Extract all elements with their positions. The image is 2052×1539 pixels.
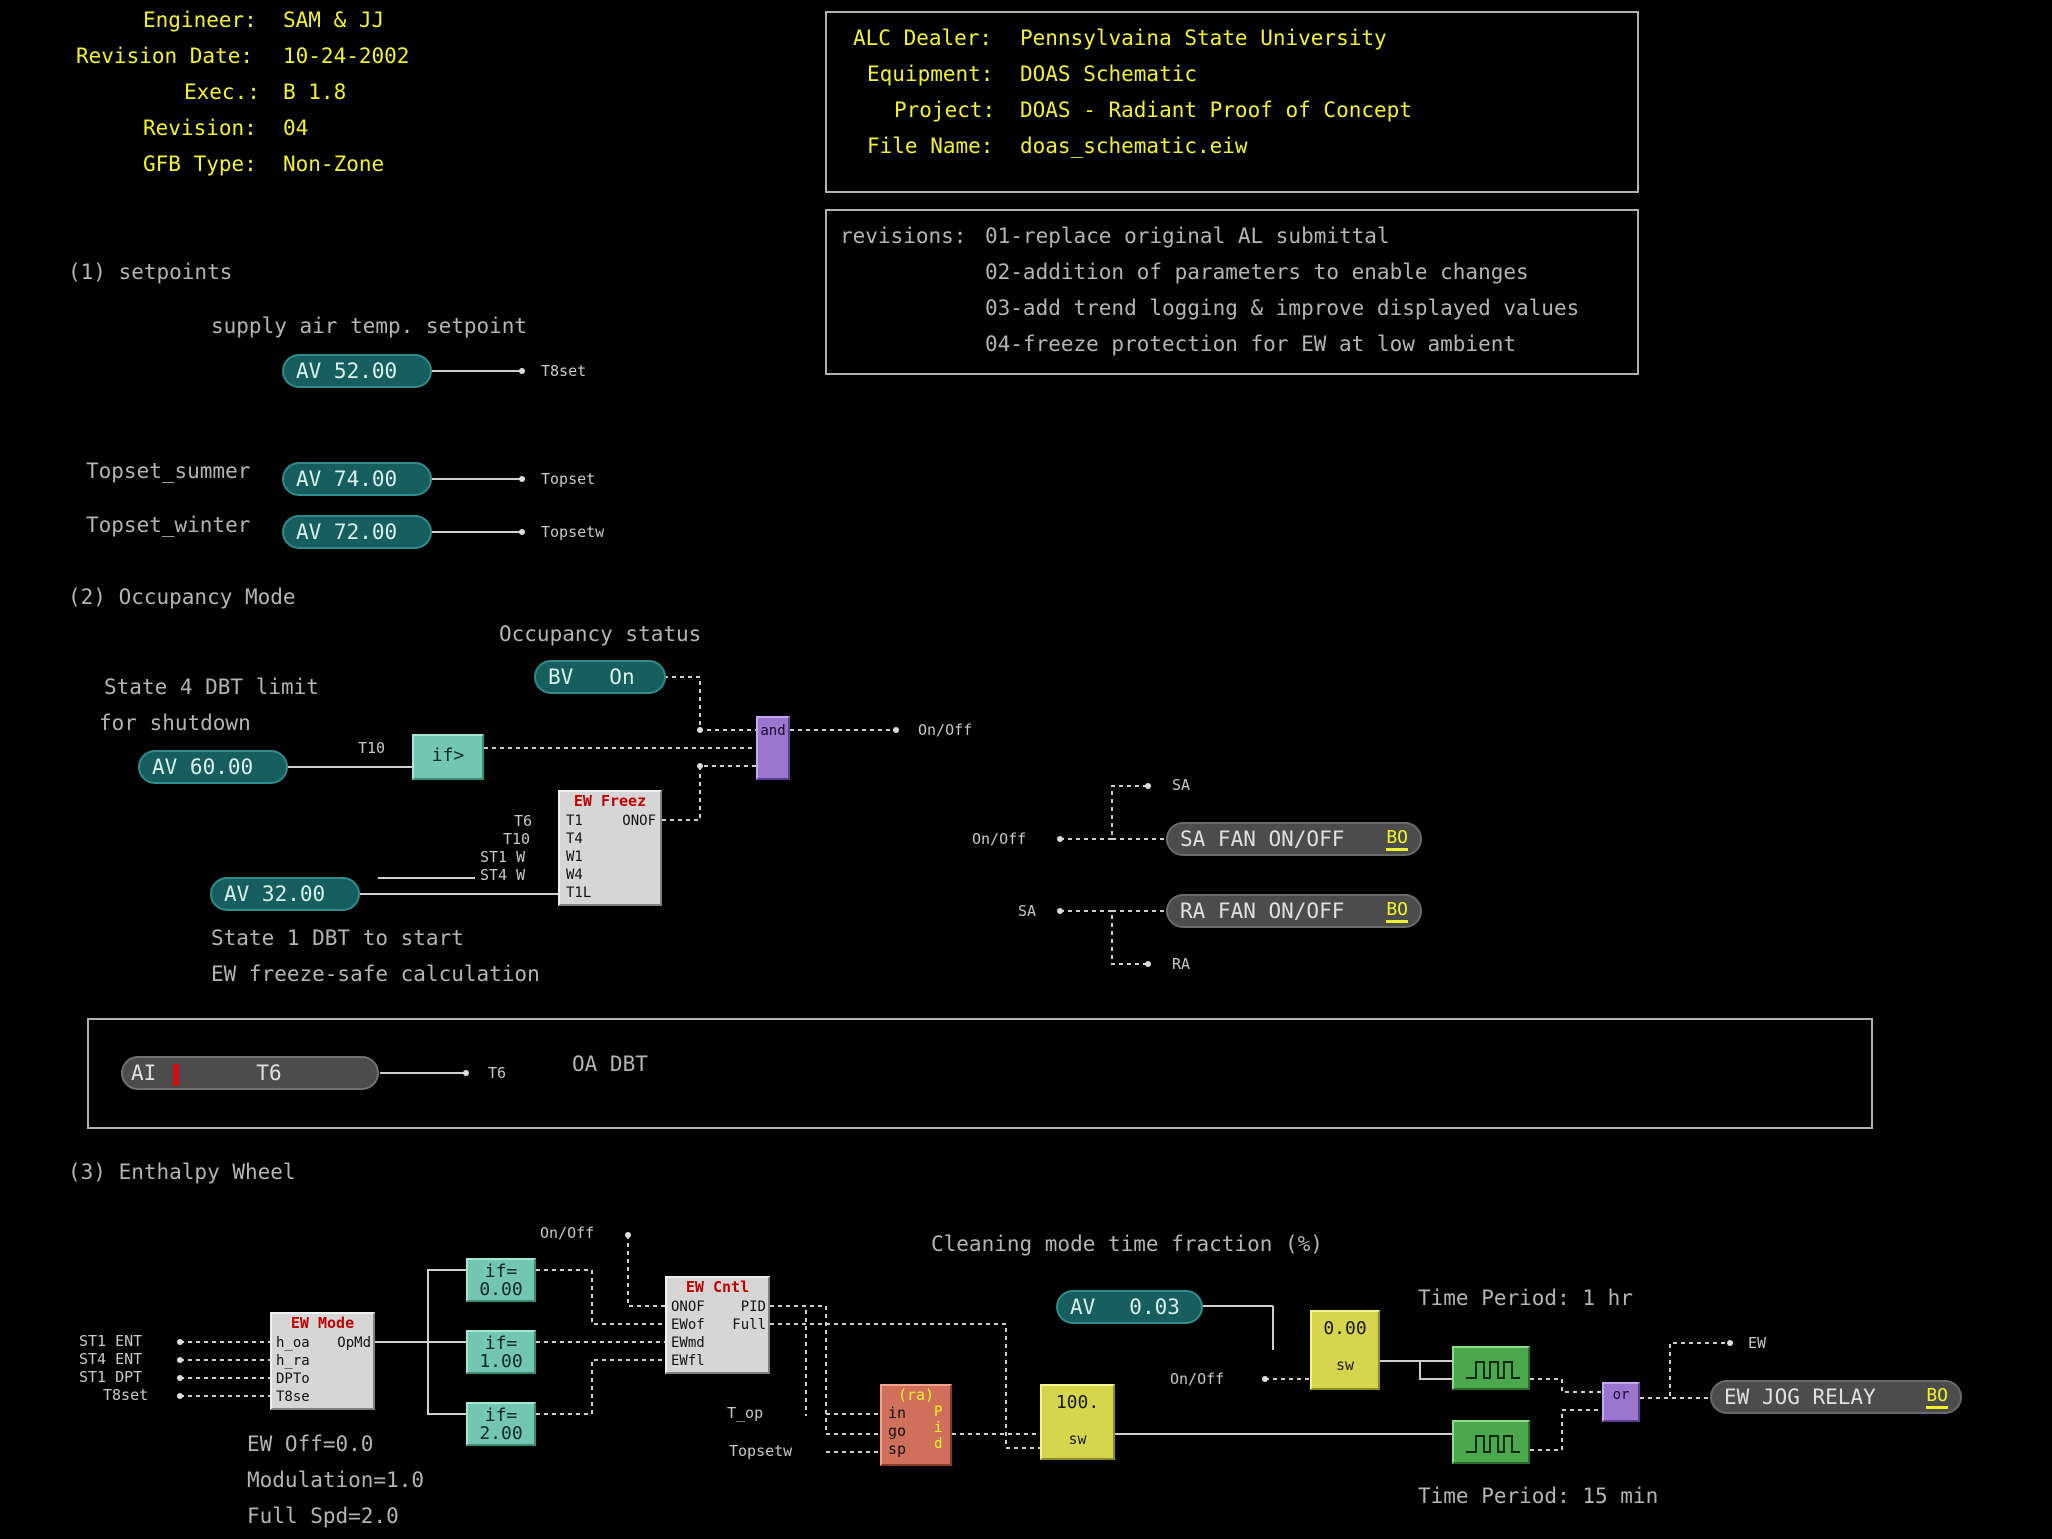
mode-in-st4ent: ST4 ENT (79, 1350, 143, 1368)
if-equal-0-block[interactable]: if=0.00 (466, 1258, 536, 1302)
ra-out-label: RA (1172, 955, 1191, 973)
topsetw-input-label: Topsetw (729, 1442, 793, 1460)
section-enthalpy-wheel: (3) Enthalpy Wheel (68, 1160, 296, 1184)
gfb-type-value: Non-Zone (283, 152, 385, 176)
ew-mode-block[interactable]: EW Mode h_oa h_ra DPTo T8se OpMd (270, 1312, 375, 1410)
section-setpoints: (1) setpoints (68, 260, 233, 284)
revision-label: Revision: (143, 116, 257, 140)
ai-level-bar (173, 1064, 179, 1086)
ew-freez-block[interactable]: EW Freez T1 T4 W1 W4 T1L ONOF (558, 790, 662, 906)
t6-output: T6 (488, 1064, 507, 1082)
oa-dbt-caption: OA DBT (572, 1052, 648, 1076)
topsetw-output: Topsetw (541, 523, 605, 541)
switch-100-block[interactable]: 100. sw (1040, 1384, 1115, 1460)
legend-modulation: Modulation=1.0 (247, 1468, 425, 1492)
timer-1hr-block[interactable] (1452, 1346, 1530, 1390)
topset-output: Topset (541, 470, 596, 488)
switch-000-block[interactable]: 0.00 sw (1310, 1310, 1380, 1390)
occupancy-status-caption: Occupancy status (499, 622, 702, 646)
revision-line-3: 03-add trend logging & improve displayed… (985, 296, 1580, 320)
dbt-limit-caption-2: for shutdown (99, 711, 251, 735)
engineer-label: Engineer: (143, 8, 257, 32)
equipment-value: DOAS Schematic (1020, 62, 1198, 86)
ew-output: EW (1748, 1334, 1767, 1352)
mode-in-st1dpt: ST1 DPT (79, 1368, 143, 1386)
and-block[interactable]: and (756, 716, 790, 780)
supply-setpoint-caption: supply air temp. setpoint (211, 314, 528, 338)
freez-in-t6: T6 (514, 812, 533, 830)
or-block[interactable]: or (1602, 1382, 1640, 1422)
period-1hr: Time Period: 1 hr (1418, 1286, 1633, 1310)
cleaning-av[interactable]: AV 0.03 (1056, 1290, 1203, 1324)
if-equal-1-block[interactable]: if=1.00 (466, 1330, 536, 1374)
sa-fan-bo[interactable]: SA FAN ON/OFF BO (1166, 822, 1422, 856)
freez-in-t10: T10 (503, 830, 531, 848)
top-input-label: T_op (727, 1404, 764, 1422)
pulse-icon (1466, 1361, 1520, 1379)
if-greater-block[interactable]: if> (412, 734, 484, 780)
revisions-box (825, 209, 1639, 375)
revision-value: 04 (283, 116, 309, 140)
gfb-type-label: GFB Type: (143, 152, 257, 176)
project-label: Project: (894, 98, 996, 122)
legend-ew-off: EW Off=0.0 (247, 1432, 374, 1456)
dbt-limit-av[interactable]: AV 60.00 (138, 750, 288, 784)
if-equal-2-block[interactable]: if=2.00 (466, 1402, 536, 1446)
t10-label: T10 (358, 739, 386, 757)
t8set-output: T8set (541, 362, 587, 380)
ew-jog-relay-bo[interactable]: EW JOG RELAY BO (1710, 1380, 1962, 1414)
oa-box (87, 1018, 1873, 1129)
revision-date-label: Revision Date: (76, 44, 254, 68)
equipment-label: Equipment: (867, 62, 994, 86)
fan-onoff-in: On/Off (972, 830, 1027, 848)
topset-summer-av[interactable]: AV 74.00 (282, 462, 432, 496)
dealer-value: Pennsylvaina State University (1020, 26, 1387, 50)
switch-onoff-label: On/Off (1170, 1370, 1225, 1388)
exec-label: Exec.: (184, 80, 260, 104)
revision-line-1: 01-replace original AL submittal (985, 224, 1390, 248)
section-occupancy: (2) Occupancy Mode (68, 585, 296, 609)
freez-in-st1w: ST1 W (480, 848, 526, 866)
legend-full-speed: Full Spd=2.0 (247, 1504, 399, 1528)
freez-in-st4w: ST4 W (480, 866, 526, 884)
wheel-onoff-top: On/Off (540, 1224, 595, 1242)
ra-pid-block[interactable]: (ra) in go sp Pid (880, 1384, 952, 1466)
project-value: DOAS - Radiant Proof of Concept (1020, 98, 1412, 122)
topset-summer-label: Topset_summer (86, 459, 251, 483)
freez-start-av[interactable]: AV 32.00 (210, 877, 360, 911)
onoff-output: On/Off (918, 721, 973, 739)
dbt-limit-caption-1: State 4 DBT limit (104, 675, 319, 699)
filename-label: File Name: (867, 134, 994, 158)
filename-value: doas_schematic.eiw (1020, 134, 1248, 158)
engineer-value: SAM & JJ (283, 8, 385, 32)
revision-date-value: 10-24-2002 (283, 44, 410, 68)
mode-in-st1ent: ST1 ENT (79, 1332, 143, 1350)
freez-caption-2: EW freeze-safe calculation (211, 962, 540, 986)
revisions-label: revisions: (840, 224, 967, 248)
oa-dbt-ai[interactable]: AI T6 (121, 1056, 379, 1090)
freez-caption-1: State 1 DBT to start (211, 926, 464, 950)
ew-cntl-block[interactable]: EW Cntl ONOF EWof EWmd EWfl PID Full (665, 1276, 770, 1374)
revision-line-2: 02-addition of parameters to enable chan… (985, 260, 1529, 284)
fan-sa-in: SA (1018, 902, 1037, 920)
topset-winter-label: Topset_winter (86, 513, 251, 537)
mode-in-t8set: T8set (103, 1386, 149, 1404)
timer-15min-block[interactable] (1452, 1420, 1530, 1464)
pulse-icon (1466, 1435, 1520, 1453)
period-15min: Time Period: 15 min (1418, 1484, 1659, 1508)
exec-value: B 1.8 (283, 80, 347, 104)
dealer-label: ALC Dealer: (853, 26, 993, 50)
cleaning-caption: Cleaning mode time fraction (%) (931, 1232, 1323, 1256)
revision-line-4: 04-freeze protection for EW at low ambie… (985, 332, 1517, 356)
supply-setpoint-av[interactable]: AV 52.00 (282, 354, 432, 388)
sa-out-label: SA (1172, 776, 1191, 794)
ra-fan-bo[interactable]: RA FAN ON/OFF BO (1166, 894, 1422, 928)
occupancy-bv[interactable]: BV On (534, 660, 666, 694)
project-info-box (825, 11, 1639, 193)
topset-winter-av[interactable]: AV 72.00 (282, 515, 432, 549)
